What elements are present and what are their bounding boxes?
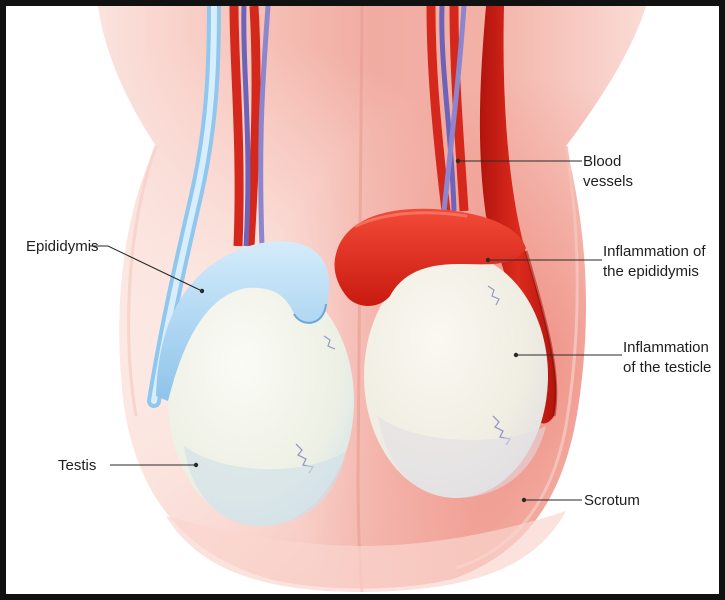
label-inflammation-epididymis-line2: the epididymis bbox=[603, 263, 699, 280]
label-scrotum: Scrotum bbox=[584, 492, 640, 509]
label-inflammation-epididymis-line1: Inflammation of bbox=[603, 243, 706, 260]
label-epididymis: Epididymis bbox=[26, 238, 99, 255]
scrotum-illustration: Blood vessels Epididymis Inflammation of… bbox=[6, 6, 719, 594]
label-blood-vessels-line2: vessels bbox=[583, 173, 633, 190]
label-blood-vessels-line1: Blood bbox=[583, 153, 621, 170]
label-inflammation-testicle-line1: Inflammation bbox=[623, 339, 709, 356]
label-testis: Testis bbox=[58, 457, 96, 474]
label-inflammation-testicle-line2: of the testicle bbox=[623, 359, 711, 376]
